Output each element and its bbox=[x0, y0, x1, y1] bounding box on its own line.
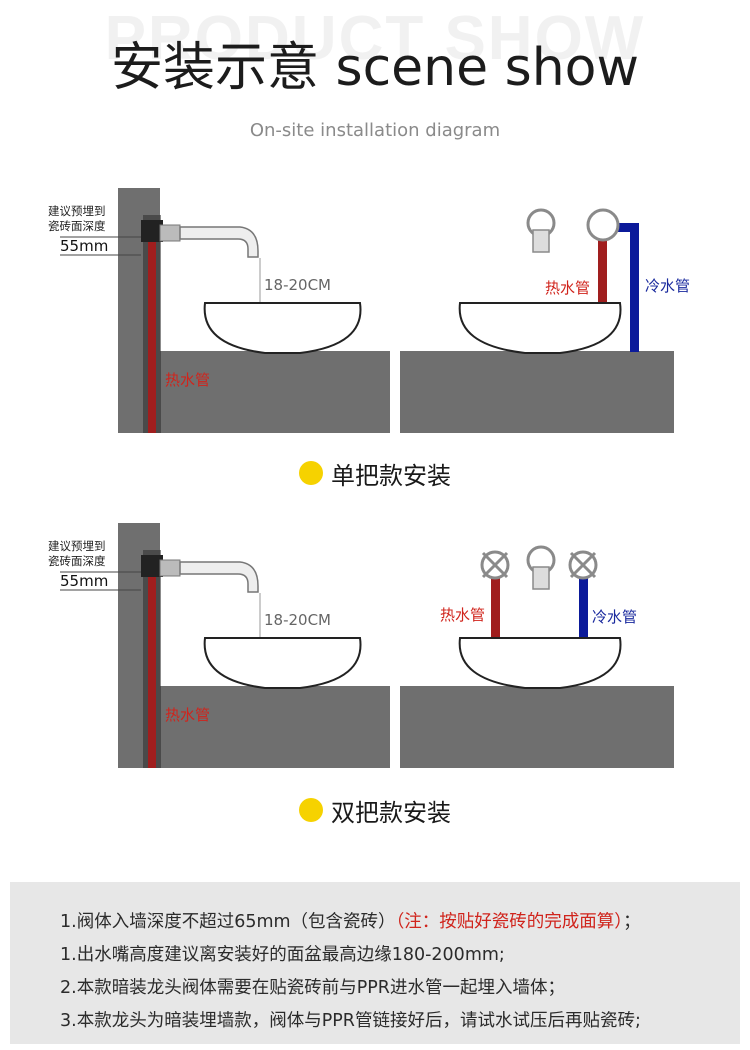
note-line-2: 瓷砖面深度 bbox=[48, 219, 106, 233]
height-label: 18-20CM bbox=[264, 276, 331, 294]
spout-base bbox=[159, 224, 181, 242]
spout-mouth-icon bbox=[532, 566, 550, 590]
cold-pipe-right bbox=[630, 227, 639, 352]
installation-illustration-single: 建议预埋到 瓷砖面深度 55mm 18-20CM 热水管 热水管 冷水管 bbox=[48, 188, 690, 433]
basin-left bbox=[203, 637, 362, 689]
diagram-single-handle: 建议预埋到 瓷砖面深度 55mm 18-20CM 热水管 热水管 冷水管 bbox=[0, 175, 750, 465]
hot-pipe-right bbox=[598, 230, 607, 303]
cold-pipe-elbow bbox=[604, 223, 639, 232]
valve-block bbox=[141, 555, 163, 577]
hot-pipe-label: 热水管 bbox=[165, 706, 210, 724]
caption-double-handle: 双把款安装 bbox=[0, 790, 750, 830]
depth-value: 55mm bbox=[60, 572, 108, 590]
note-line-1: 建议预埋到 bbox=[48, 539, 106, 553]
note-item-3: 2.本款暗装龙头阀体需要在贴瓷砖前与PPR进水管一起埋入墙体； bbox=[60, 978, 565, 998]
depth-value: 55mm bbox=[60, 237, 108, 255]
page-subtitle: On-site installation diagram bbox=[249, 120, 501, 141]
installation-notes: 1.阀体入墙深度不超过65mm（包含瓷砖）（注：按贴好瓷砖的完成面算）； 1.出… bbox=[10, 882, 740, 1044]
hot-pipe-right bbox=[491, 568, 500, 638]
note-line-1: 建议预埋到 bbox=[48, 204, 106, 218]
hot-cross-handle-icon bbox=[480, 550, 510, 580]
cold-pipe-right bbox=[579, 568, 588, 638]
bullet-dot-icon bbox=[299, 798, 323, 822]
hot-pipe bbox=[148, 570, 156, 768]
note-item-1-end: ； bbox=[623, 912, 641, 932]
basin-right bbox=[458, 302, 622, 354]
height-label: 18-20CM bbox=[264, 611, 331, 629]
lever-handle-icon bbox=[586, 208, 620, 242]
hot-pipe-label-right: 热水管 bbox=[440, 606, 485, 624]
hot-pipe bbox=[148, 235, 156, 433]
diagram-double-handle: 建议预埋到 瓷砖面深度 55mm 18-20CM 热水管 热水管 冷水管 bbox=[0, 510, 750, 800]
counter-left bbox=[160, 686, 390, 768]
note-item-4: 3.本款龙头为暗装埋墙款，阀体与PPR管链接好后，请试水试压后再贴瓷砖; bbox=[60, 1011, 641, 1031]
caption-text: 双把款安装 bbox=[331, 798, 451, 827]
cold-pipe-label-right: 冷水管 bbox=[592, 608, 637, 626]
installation-illustration-double: 建议预埋到 瓷砖面深度 55mm 18-20CM 热水管 热水管 冷水管 bbox=[48, 523, 674, 768]
spout-base bbox=[159, 559, 181, 577]
caption-text: 单把款安装 bbox=[331, 461, 451, 490]
bullet-dot-icon bbox=[299, 461, 323, 485]
hot-pipe-label: 热水管 bbox=[165, 371, 210, 389]
hot-pipe-label-right: 热水管 bbox=[545, 279, 590, 297]
page-title: 安装示意 scene show bbox=[110, 38, 640, 98]
basin-right bbox=[458, 637, 622, 689]
counter-left bbox=[160, 351, 390, 433]
counter-right bbox=[400, 686, 674, 768]
note-item-1-highlight: （注：按贴好瓷砖的完成面算） bbox=[395, 912, 624, 932]
note-item-1-text: 1.阀体入墙深度不超过65mm（包含瓷砖） bbox=[60, 912, 396, 932]
caption-single-handle: 单把款安装 bbox=[0, 453, 750, 493]
basin-left bbox=[203, 302, 362, 354]
spout-mouth-icon bbox=[532, 229, 550, 253]
valve-block bbox=[141, 220, 163, 242]
note-item-2: 1.出水嘴高度建议离安装好的面盆最高边缘180-200mm; bbox=[60, 945, 505, 965]
spout-icon bbox=[179, 226, 259, 258]
counter-right bbox=[400, 351, 674, 433]
spout-icon bbox=[179, 561, 259, 593]
watermark-text: PRODUCT SHOW bbox=[104, 4, 646, 73]
cold-pipe-label-right: 冷水管 bbox=[645, 277, 690, 295]
cold-cross-handle-icon bbox=[568, 550, 598, 580]
note-line-2: 瓷砖面深度 bbox=[48, 554, 106, 568]
note-item-1: 1.阀体入墙深度不超过65mm（包含瓷砖）（注：按贴好瓷砖的完成面算）； bbox=[60, 908, 641, 933]
